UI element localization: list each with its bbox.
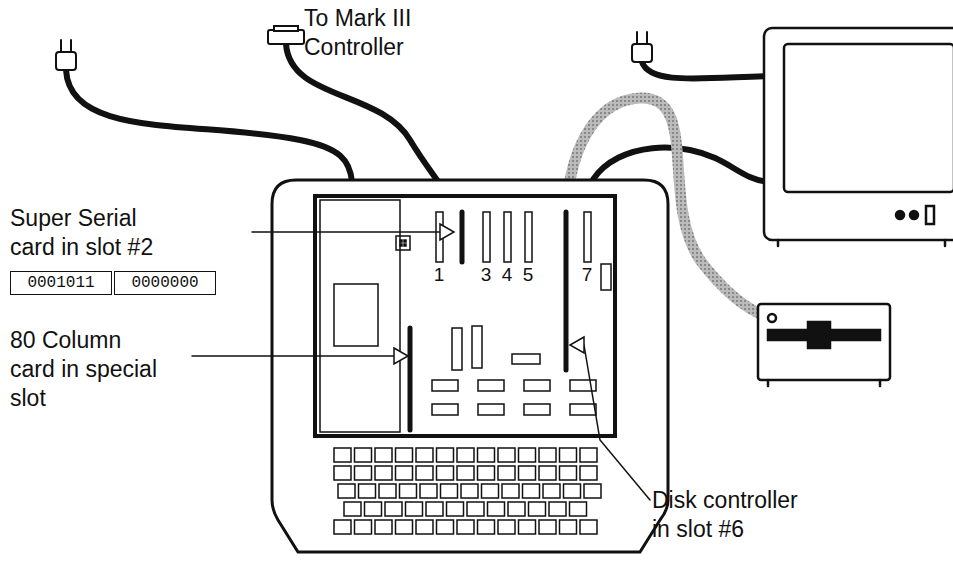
key	[420, 484, 437, 498]
switch-setting: 0000000	[131, 274, 198, 292]
connector	[268, 26, 304, 44]
key	[580, 448, 597, 462]
key	[488, 502, 505, 516]
key	[539, 448, 556, 462]
key	[375, 466, 392, 480]
power-supply	[320, 200, 400, 432]
key	[334, 466, 351, 480]
key	[508, 502, 525, 516]
computer-case	[272, 180, 668, 552]
key	[467, 502, 484, 516]
chips	[432, 326, 596, 415]
slot-number: 5	[520, 265, 536, 285]
key	[416, 466, 433, 480]
key	[334, 448, 351, 462]
slot-number: 7	[579, 265, 595, 285]
switch-setting: 0001011	[27, 274, 94, 292]
key	[416, 448, 433, 462]
power-cable	[66, 70, 352, 182]
key	[457, 448, 474, 462]
leader-line	[570, 337, 650, 500]
monitor	[764, 28, 953, 246]
serial-card	[460, 212, 465, 262]
key	[584, 484, 601, 498]
key	[478, 520, 495, 534]
key	[437, 448, 454, 462]
slot-number: 4	[499, 265, 515, 285]
key	[396, 466, 413, 480]
key	[437, 466, 454, 480]
key	[539, 520, 556, 534]
cable-label: To Mark III Controller	[304, 4, 454, 62]
key	[416, 520, 433, 534]
disk-controller-card	[564, 212, 569, 370]
power-supply-block	[334, 284, 378, 346]
leader-line	[252, 224, 454, 240]
key	[549, 502, 566, 516]
key	[498, 448, 515, 462]
key	[560, 448, 577, 462]
dip-switch	[396, 236, 410, 250]
key	[519, 520, 536, 534]
card-label: Disk controller in slot #6	[652, 486, 812, 544]
slot-number: 3	[478, 265, 494, 285]
key	[543, 484, 560, 498]
key	[437, 520, 454, 534]
key	[519, 466, 536, 480]
switch-setting-box: 0001011	[10, 271, 112, 295]
key	[457, 520, 474, 534]
key	[400, 484, 417, 498]
key	[365, 502, 382, 516]
slot-number: 1	[431, 265, 447, 285]
card-label: 80 Column card in special slot	[10, 326, 165, 413]
key	[560, 466, 577, 480]
key	[396, 448, 413, 462]
key	[375, 520, 392, 534]
key	[498, 520, 515, 534]
key	[385, 502, 402, 516]
key	[396, 520, 413, 534]
key	[457, 466, 474, 480]
key	[560, 520, 577, 534]
key	[447, 502, 464, 516]
expansion-slots	[436, 212, 611, 290]
key	[375, 448, 392, 462]
disk-drive	[758, 304, 890, 386]
key	[355, 520, 372, 534]
plug	[56, 40, 76, 70]
plug	[632, 32, 652, 62]
key	[580, 520, 597, 534]
key	[478, 448, 495, 462]
eighty-column-card	[408, 328, 413, 430]
key	[529, 502, 546, 516]
key	[344, 502, 361, 516]
key	[426, 502, 443, 516]
leader-line	[192, 348, 408, 364]
key	[478, 466, 495, 480]
key	[570, 502, 587, 516]
key	[355, 448, 372, 462]
key	[580, 466, 597, 480]
key	[441, 484, 458, 498]
switch-setting-box: 0000000	[114, 271, 216, 295]
key	[461, 484, 478, 498]
key	[519, 448, 536, 462]
key	[379, 484, 396, 498]
key	[355, 466, 372, 480]
key	[539, 466, 556, 480]
power-cable	[642, 62, 770, 79]
key	[498, 466, 515, 480]
key	[359, 484, 376, 498]
key	[334, 520, 351, 534]
key	[482, 484, 499, 498]
key	[523, 484, 540, 498]
key	[564, 484, 581, 498]
key	[406, 502, 423, 516]
key	[502, 484, 519, 498]
card-label: Super Serial card in slot #2	[10, 204, 170, 262]
keyboard	[334, 448, 601, 534]
key	[338, 484, 355, 498]
